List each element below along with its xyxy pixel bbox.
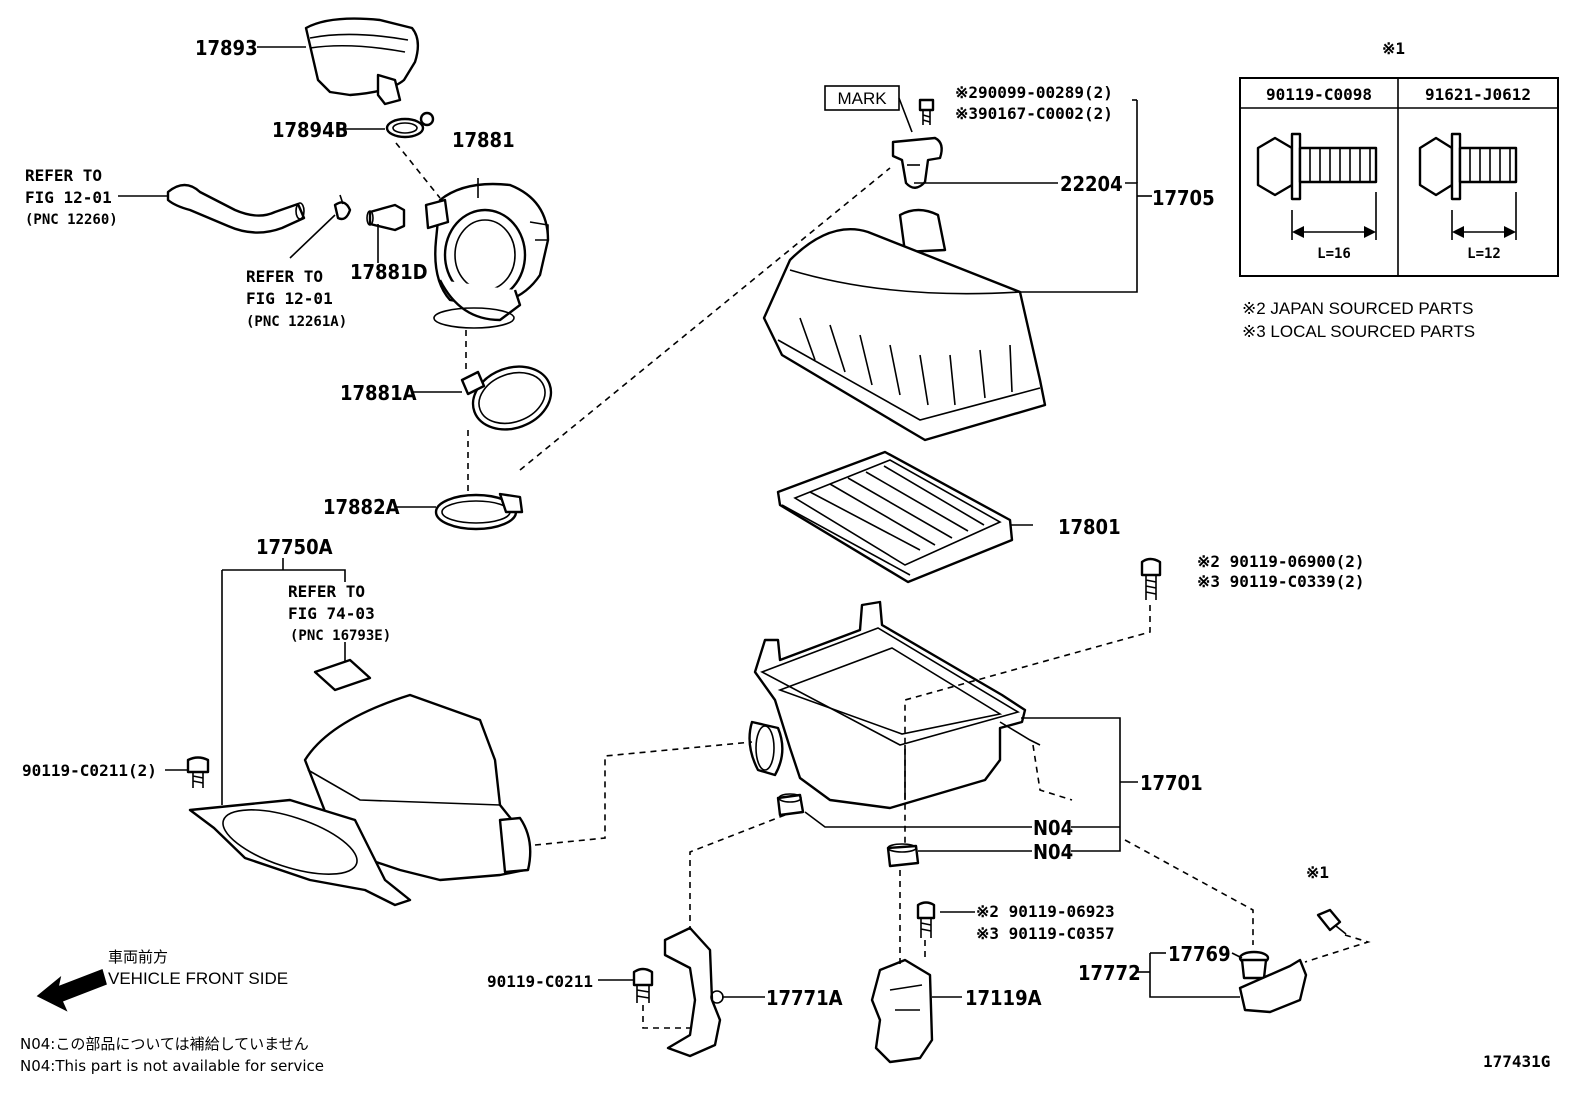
grommet-n04-left xyxy=(776,793,805,817)
ref3-line2: FIG 74-03 xyxy=(288,604,375,623)
callout-low-b: ※3 90119-C0357 xyxy=(976,924,1115,943)
label-17771A: 17771A xyxy=(766,986,843,1010)
label-17769: 17769 xyxy=(1168,942,1231,966)
label-n04-b: N04 xyxy=(1033,840,1073,864)
footnote-en: N04:This part is not available for servi… xyxy=(20,1057,324,1075)
legend-line2: ※3 LOCAL SOURCED PARTS xyxy=(1242,322,1475,341)
clamp-17882A xyxy=(434,492,524,531)
label-17701: 17701 xyxy=(1140,771,1203,795)
ref2-line3: (PNC 12261A) xyxy=(246,314,347,330)
callout-top-a: ※290099-00289(2) xyxy=(955,83,1113,102)
air-cleaner-cap-17705 xyxy=(762,208,1047,442)
label-17893: 17893 xyxy=(195,36,258,60)
ref1-line1: REFER TO xyxy=(25,166,102,185)
clamp-17881A xyxy=(460,365,553,431)
legend-line1: ※2 JAPAN SOURCED PARTS xyxy=(1242,299,1474,318)
inlet-duct-17750A xyxy=(188,693,532,907)
flange-bolt-icon xyxy=(1256,132,1378,240)
footnote-jp: N04:この部品については補給していません xyxy=(20,1035,309,1053)
direction-en: VEHICLE FRONT SIDE xyxy=(108,969,288,988)
plug-17881D xyxy=(366,203,406,232)
label-17894B: 17894B xyxy=(272,118,348,142)
sensor-22204 xyxy=(891,136,943,189)
ref3-line3: (PNC 16793E) xyxy=(290,628,391,644)
leader-lines xyxy=(118,46,1243,998)
bracket-17771A xyxy=(663,926,724,1058)
resonator-cap-17893 xyxy=(304,17,420,106)
bolt-mid-right xyxy=(1140,557,1162,600)
bolt-lower-center xyxy=(916,901,936,938)
front-arrow-icon xyxy=(36,969,107,1012)
ref3-line1: REFER TO xyxy=(288,582,365,601)
hex-bolt-washer-icon xyxy=(1418,132,1518,240)
bolt-star1-small xyxy=(1316,908,1347,935)
callout-star1-bolt: ※1 xyxy=(1306,863,1329,882)
label-17705: 17705 xyxy=(1152,186,1215,210)
breather-hose xyxy=(166,183,306,234)
label-17881D: 17881D xyxy=(350,260,428,284)
table-col1-header: 90119-C0098 xyxy=(1266,85,1372,104)
ref1-line2: FIG 12-01 xyxy=(25,188,112,207)
label-n04-a: N04 xyxy=(1033,816,1073,840)
mark-label: MARK xyxy=(837,89,887,108)
clamp-17894B xyxy=(385,111,435,139)
air-filter-element-17801 xyxy=(776,450,1014,584)
label-bolt-c0211: 90119-C0211 xyxy=(487,972,593,991)
label-17882A: 17882A xyxy=(323,495,400,519)
bracket-17119A xyxy=(870,958,934,1064)
direction-jp: 車両前方 xyxy=(108,948,168,966)
ref2-line1: REFER TO xyxy=(246,267,323,286)
ref2-line2: FIG 12-01 xyxy=(246,289,333,308)
callout-mid-a: ※2 90119-06900(2) xyxy=(1197,552,1365,571)
callout-star1-table: ※1 xyxy=(1382,39,1405,58)
callout-low-a: ※2 90119-06923 xyxy=(976,902,1115,921)
label-22204: 22204 xyxy=(1060,172,1123,196)
hose-clip xyxy=(333,194,352,221)
bolt-90119-C0211 xyxy=(632,967,654,1003)
table-len1: L=16 xyxy=(1317,246,1351,262)
assembly-lines xyxy=(395,142,1371,1029)
screw-top xyxy=(918,98,935,125)
label-17772: 17772 xyxy=(1078,961,1141,985)
bolt-table xyxy=(1239,77,1559,277)
label-17801: 17801 xyxy=(1058,515,1121,539)
callout-mid-b: ※3 90119-C0339(2) xyxy=(1197,572,1365,591)
grommet-17769 xyxy=(1238,950,1270,980)
bracket-17772 xyxy=(1238,958,1308,1014)
bolt-90119-C0211-2 xyxy=(186,756,210,788)
label-sticker xyxy=(313,658,372,692)
label-17119A: 17119A xyxy=(965,986,1042,1010)
label-17881A: 17881A xyxy=(340,381,417,405)
table-col2-header: 91621-J0612 xyxy=(1425,85,1531,104)
callout-top-b: ※390167-C0002(2) xyxy=(955,104,1113,123)
air-cleaner-case-17701 xyxy=(748,600,1041,810)
mark-label-box: MARK xyxy=(824,85,913,133)
grommet-n04-center xyxy=(886,843,920,868)
airflow-body-17881 xyxy=(424,182,550,329)
label-17881: 17881 xyxy=(452,128,515,152)
ref1-line3: (PNC 12260) xyxy=(25,212,118,228)
diagram-id: 177431G xyxy=(1483,1052,1550,1071)
label-17750A: 17750A xyxy=(256,535,333,559)
table-len2: L=12 xyxy=(1467,246,1501,262)
label-bolt-c0211-2: 90119-C0211(2) xyxy=(22,761,157,780)
